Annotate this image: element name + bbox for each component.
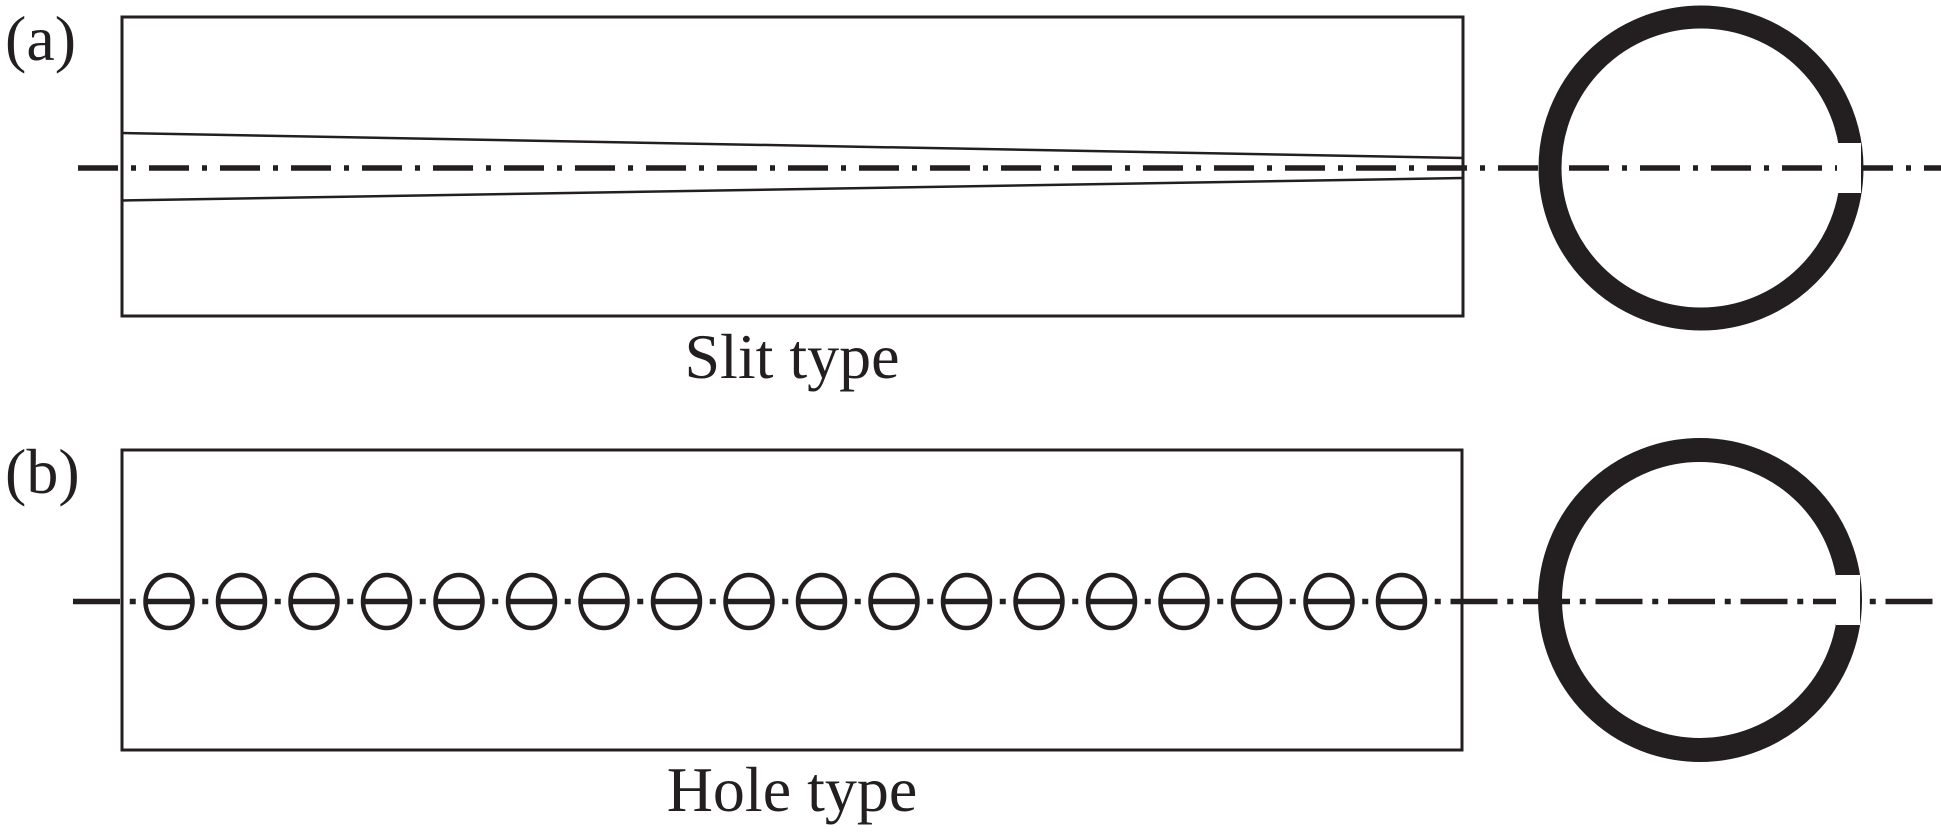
hole-2 <box>215 572 268 631</box>
hole-plate-outline <box>120 448 1464 752</box>
hole-5 <box>433 572 485 631</box>
hole-11 <box>868 572 920 631</box>
hole-13 <box>1013 572 1065 631</box>
panel-a-label: (a) <box>5 3 77 74</box>
hole-7 <box>578 572 630 631</box>
hole-17 <box>1303 572 1355 631</box>
hole-18 <box>1375 572 1428 631</box>
ring-gap-a <box>1837 143 1861 193</box>
panel-b-label: (b) <box>5 436 80 507</box>
hole-4 <box>360 572 413 631</box>
hole-15 <box>1158 572 1210 631</box>
hole-type-caption: Hole type <box>666 754 918 825</box>
hole-14 <box>1085 572 1138 631</box>
hole-12 <box>940 572 993 631</box>
hole-6 <box>505 572 558 631</box>
slit-taper-top-line <box>121 131 1464 160</box>
hole-9 <box>723 572 775 631</box>
hole-8 <box>650 572 703 631</box>
slit-taper-bottom-line <box>121 176 1464 202</box>
hole-10 <box>795 572 848 631</box>
hole-1 <box>143 572 195 631</box>
slit-plate-outline <box>120 15 1465 318</box>
hole-array <box>143 572 1428 631</box>
hole-16 <box>1230 572 1283 631</box>
panel-b-drawing <box>73 438 1941 762</box>
ring-gap-b <box>1836 575 1860 625</box>
panel-a-drawing <box>78 5 1941 331</box>
slit-type-caption: Slit type <box>684 321 900 392</box>
hole-3 <box>288 572 340 631</box>
